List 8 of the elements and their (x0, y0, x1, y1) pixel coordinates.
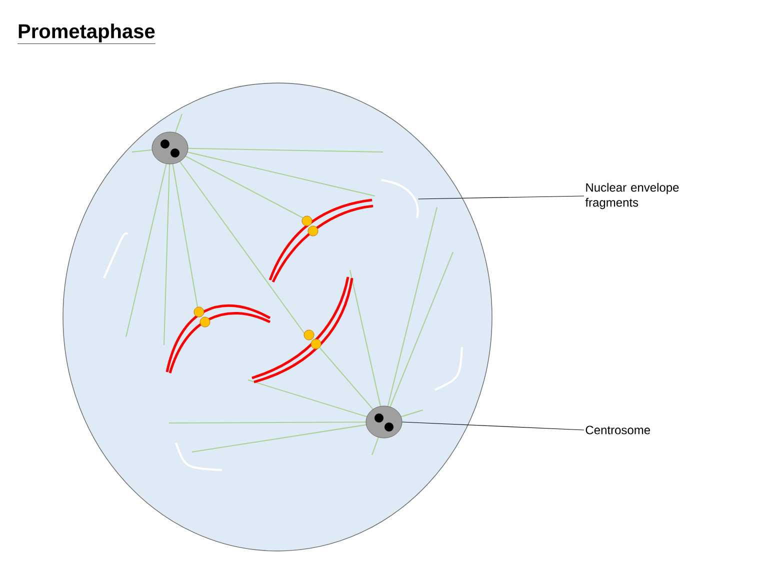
centrosome (152, 132, 188, 164)
callout-label: Nuclear envelope fragments (585, 182, 679, 210)
title: Prometaphase (17, 24, 156, 44)
centrosome (366, 406, 402, 438)
envelope-fragment (380, 179, 419, 218)
leader-line (418, 196, 584, 200)
leader-line (402, 422, 584, 430)
callout-label: Centrosome (586, 426, 650, 434)
